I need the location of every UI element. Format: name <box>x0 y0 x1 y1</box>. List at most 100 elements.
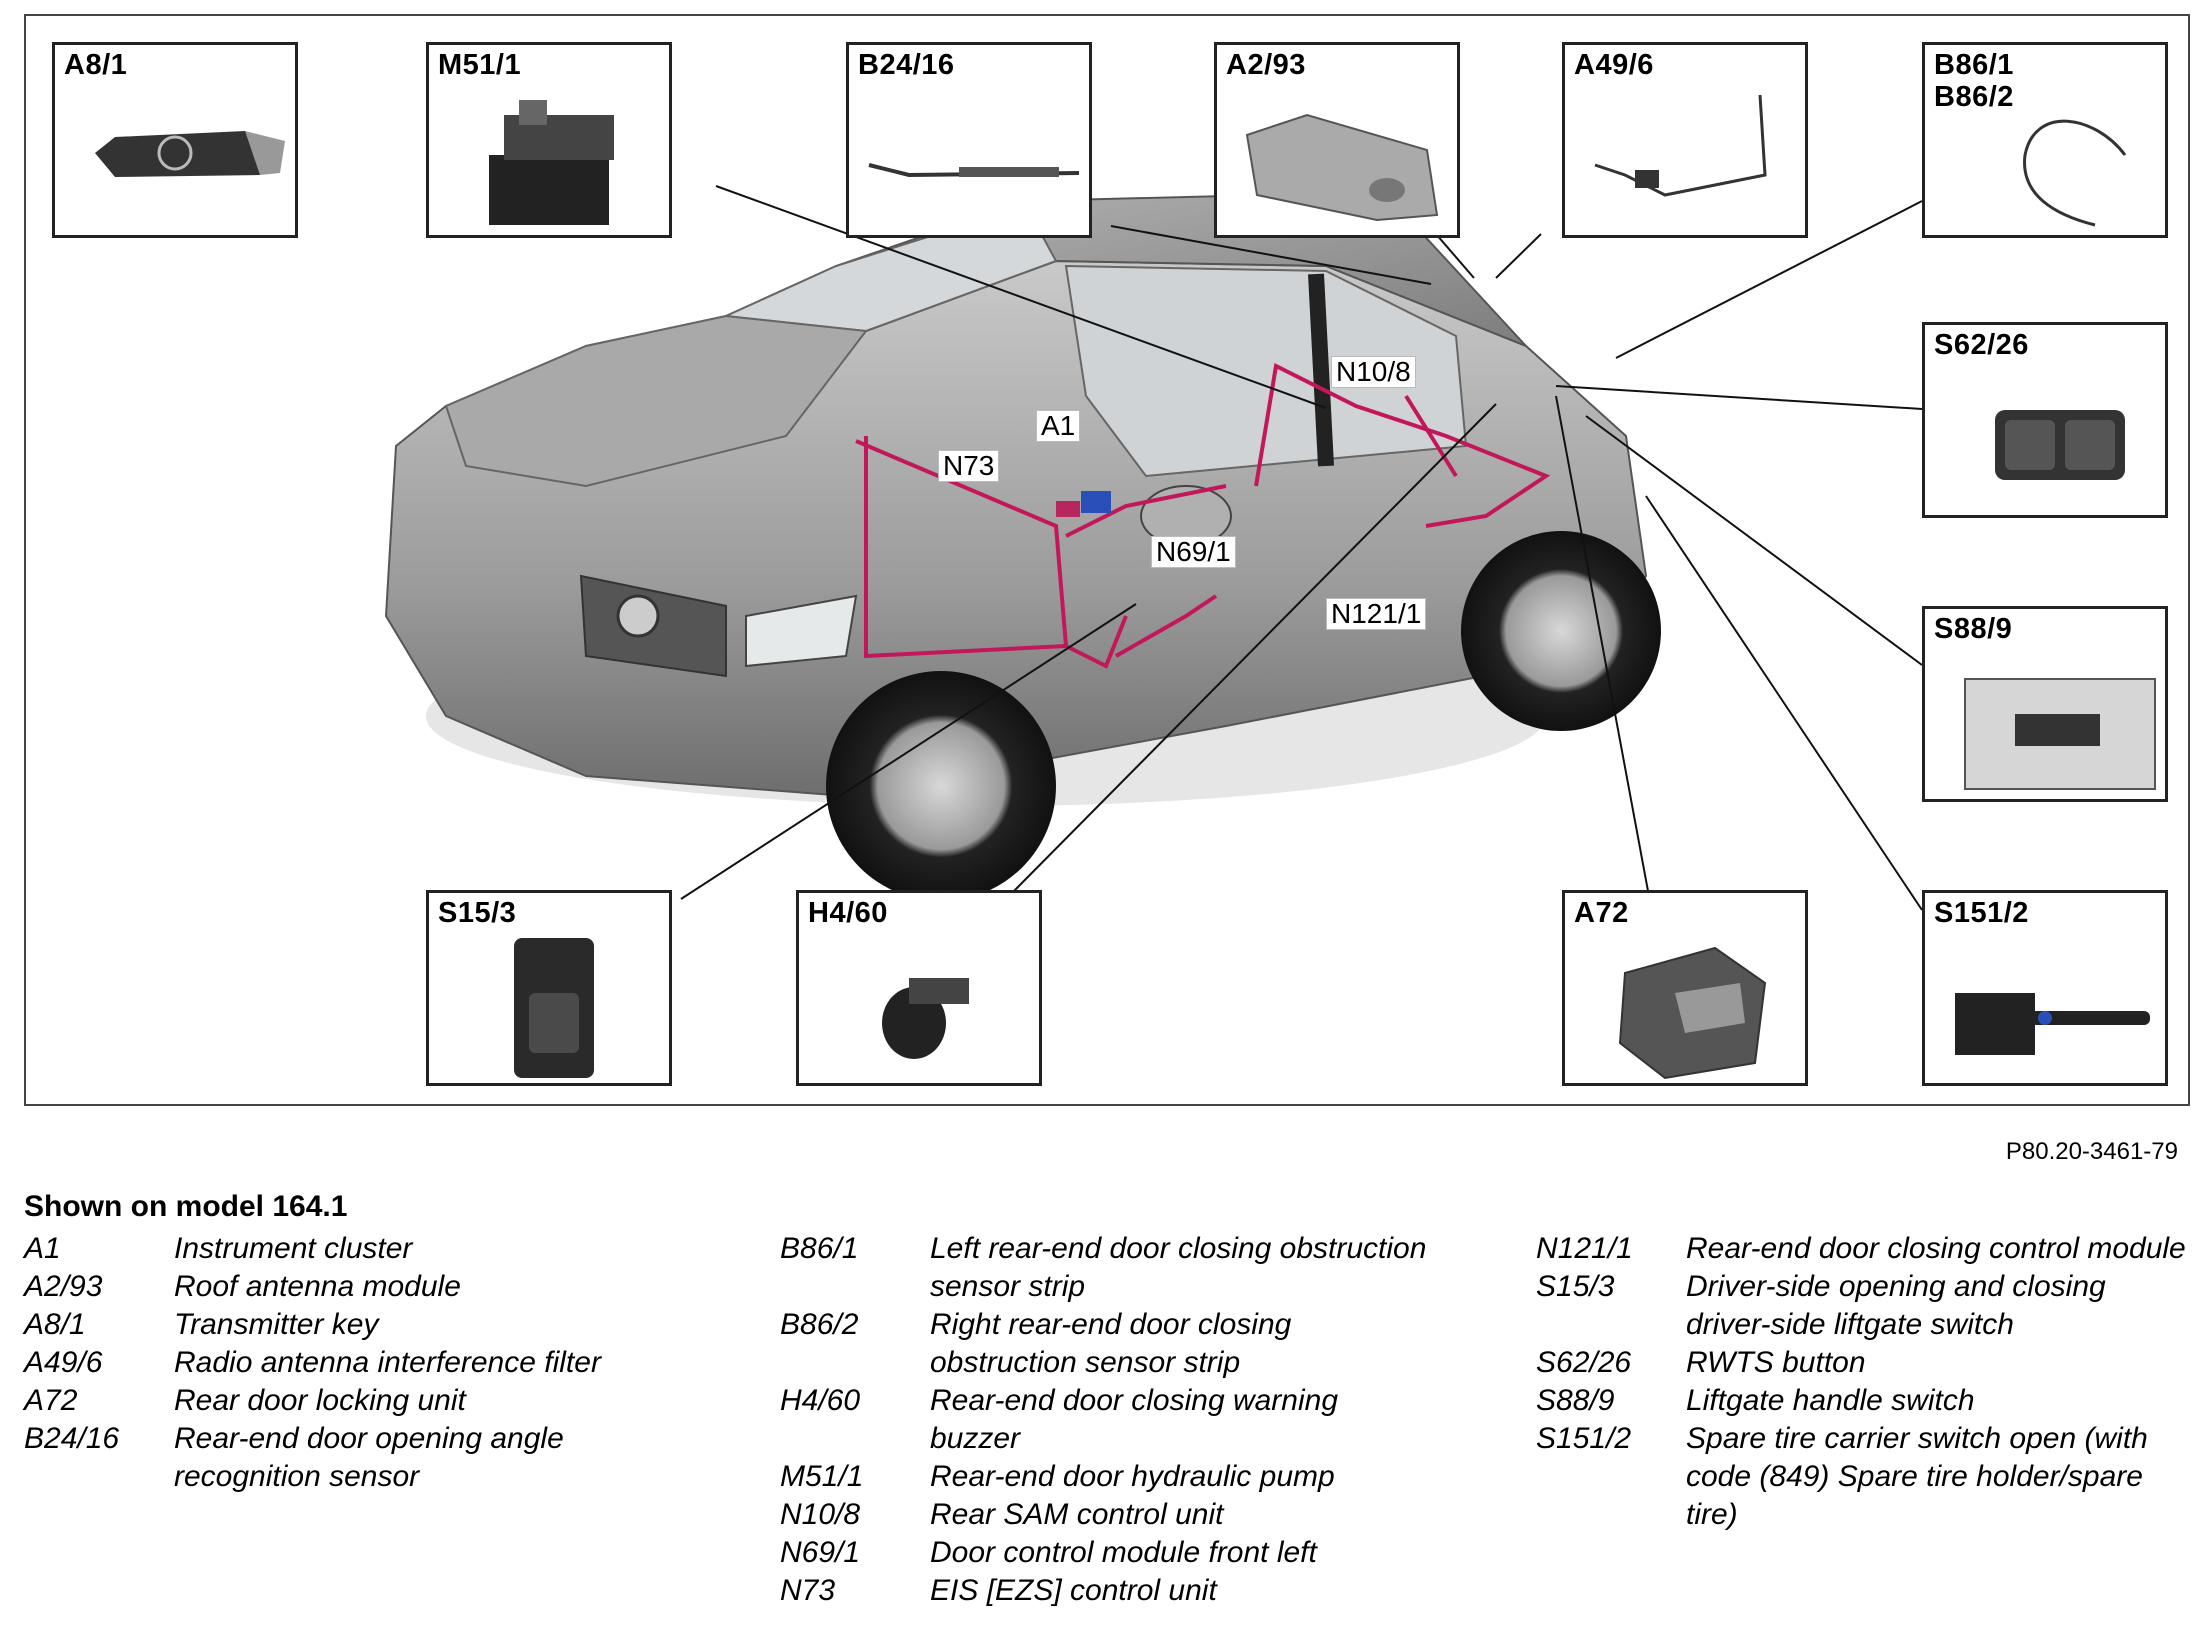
legend-desc: Left rear-end door closing obstruction s… <box>930 1232 1427 1303</box>
legend-desc: Roof antenna module <box>174 1270 461 1303</box>
legend-desc: Rear-end door opening angle recognition … <box>174 1422 564 1493</box>
callout-a49-6: A49/6 <box>1562 42 1808 238</box>
interference-filter-icon <box>1594 94 1767 197</box>
callout-label: A2/93 <box>1226 49 1306 81</box>
legend-code: A1 <box>24 1232 61 1265</box>
legend-code: S88/9 <box>1536 1384 1615 1417</box>
legend-desc: EIS [EZS] control unit <box>930 1574 1217 1607</box>
warning-buzzer-icon <box>882 978 969 1059</box>
b-pillar <box>1308 273 1334 467</box>
callout-a2-93: A2/93 <box>1214 42 1460 238</box>
callout-label: S15/3 <box>438 897 517 929</box>
obstruction-strip-icon <box>2023 119 2127 227</box>
legend-row: B86/2 Right rear-end door closing obstruc… <box>780 1306 1430 1382</box>
transmitter-key-icon <box>95 131 285 177</box>
legend-column-1: A1 Instrument cluster A2/93 Roof antenna m… <box>24 1230 674 1496</box>
legend-code: N69/1 <box>780 1536 861 1569</box>
legend-desc: Instrument cluster <box>174 1232 413 1265</box>
callout-s151-2: S151/2 <box>1922 890 2168 1086</box>
roof-antenna-icon <box>1245 113 1439 222</box>
legend-desc: Rear-end door hydraulic pump <box>930 1460 1335 1493</box>
legend-code: B24/16 <box>24 1422 120 1455</box>
wiring-harness <box>855 363 1551 669</box>
callout-a8-1: A8/1 <box>52 42 298 238</box>
legend-code: S15/3 <box>1536 1270 1615 1303</box>
callout-m51-1: M51/1 <box>426 42 672 238</box>
label-a1: A1 <box>1036 410 1081 442</box>
legend-code: A2/93 <box>24 1270 103 1303</box>
legend-desc: Door control module front left <box>930 1536 1317 1569</box>
callout-label: B86/1 B86/2 <box>1934 49 2014 113</box>
legend-code: B86/2 <box>780 1308 859 1341</box>
callout-s88-9: S88/9 <box>1922 606 2168 802</box>
hood <box>444 314 868 488</box>
legend-row: S151/2 Spare tire carrier switch open (wi… <box>1536 1420 2186 1534</box>
callout-h4-60: H4/60 <box>796 890 1042 1086</box>
callout-label: S88/9 <box>1934 613 2013 645</box>
label-n73: N73 <box>938 450 1000 482</box>
headlight <box>745 594 858 668</box>
legend-row: B86/1 Left rear-end door closing obstruct… <box>780 1230 1430 1306</box>
legend-desc: Spare tire carrier switch open (with cod… <box>1686 1422 2148 1531</box>
hydraulic-pump-icon <box>489 100 614 225</box>
legend-code: A72 <box>24 1384 78 1417</box>
legend-row: A72 Rear door locking unit <box>24 1382 674 1420</box>
callout-label: A8/1 <box>64 49 128 81</box>
liftgate-handle-switch-icon <box>1964 678 2156 790</box>
callout-label: S151/2 <box>1934 897 2029 929</box>
legend-code: A49/6 <box>24 1346 103 1379</box>
legend-desc: Radio antenna interference filter <box>174 1346 601 1379</box>
legend-code: N121/1 <box>1536 1232 1633 1265</box>
legend-desc: Right rear-end door closing obstruction … <box>930 1308 1292 1379</box>
legend-code: H4/60 <box>780 1384 861 1417</box>
callout-label: A72 <box>1574 897 1629 929</box>
eis-marker <box>1056 501 1080 517</box>
legend-row: N73 EIS [EZS] control unit <box>780 1572 1430 1610</box>
legend-row: N69/1 Door control module front left <box>780 1534 1430 1572</box>
diagram-figure: N10/8 A1 N73 N69/1 N121/1 A8/1 M51/1 B24… <box>24 14 2190 1106</box>
label-n69-1: N69/1 <box>1151 536 1236 568</box>
legend-title: Shown on model 164.1 <box>24 1190 348 1223</box>
brand-emblem <box>616 594 660 638</box>
legend-desc: Rear-end door closing control module <box>1686 1232 2186 1265</box>
callout-label: S62/26 <box>1934 329 2029 361</box>
legend-row: N121/1 Rear-end door closing control modu… <box>1536 1230 2186 1268</box>
legend-row: A1 Instrument cluster <box>24 1230 674 1268</box>
legend-code: B86/1 <box>780 1232 859 1265</box>
legend-desc: Rear-end door closing warning buzzer <box>930 1384 1339 1455</box>
leader-lines <box>680 185 1923 911</box>
callout-a72: A72 <box>1562 890 1808 1086</box>
instrument-cluster-marker <box>1081 491 1111 513</box>
legend-code: N73 <box>780 1574 836 1607</box>
front-wheel <box>826 671 1056 901</box>
callout-s62-26: S62/26 <box>1922 322 2168 518</box>
legend-column-3: N121/1 Rear-end door closing control modu… <box>1536 1230 2186 1534</box>
legend-row: S88/9 Liftgate handle switch <box>1536 1382 2186 1420</box>
callout-b86: B86/1 B86/2 <box>1922 42 2168 238</box>
legend-code: M51/1 <box>780 1460 864 1493</box>
legend-desc: RWTS button <box>1686 1346 1866 1379</box>
rear-wheel <box>1461 531 1661 731</box>
label-n10-8: N10/8 <box>1331 356 1416 388</box>
legend-row: S15/3 Driver-side opening and closing dri… <box>1536 1268 2186 1344</box>
legend-column-2: B86/1 Left rear-end door closing obstruct… <box>780 1230 1430 1610</box>
callout-label: M51/1 <box>438 49 522 81</box>
legend-code: A8/1 <box>24 1308 86 1341</box>
legend-desc: Rear SAM control unit <box>930 1498 1224 1531</box>
legend-desc: Rear door locking unit <box>174 1384 466 1417</box>
legend-row: A49/6 Radio antenna interference filter <box>24 1344 674 1382</box>
legend-row: B24/16 Rear-end door opening angle recogn… <box>24 1420 674 1496</box>
figure-reference: P80.20-3461-79 <box>2005 1138 2178 1165</box>
callout-label: A49/6 <box>1574 49 1654 81</box>
legend-desc: Driver-side opening and closing driver-s… <box>1686 1270 2106 1341</box>
label-n121-1: N121/1 <box>1326 598 1427 630</box>
legend-desc: Liftgate handle switch <box>1686 1384 1975 1417</box>
callout-label: B24/16 <box>858 49 955 81</box>
vehicle-illustration <box>384 185 1923 911</box>
legend-code: S151/2 <box>1536 1422 1632 1455</box>
liftgate-switch-icon <box>514 938 594 1078</box>
rwts-button-icon <box>1995 410 2125 480</box>
